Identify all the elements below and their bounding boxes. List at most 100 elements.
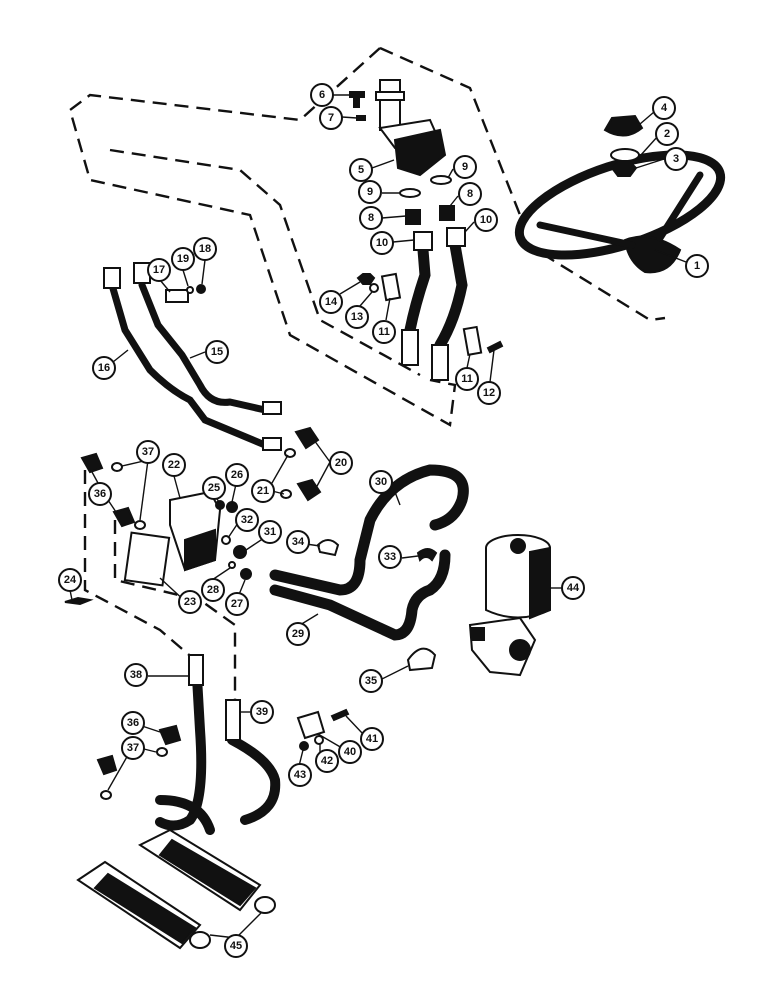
svg-text:5: 5	[358, 164, 364, 176]
leader-4	[639, 111, 655, 125]
svg-text:22: 22	[168, 459, 180, 471]
o-ring-37-cylinder	[156, 747, 168, 757]
hose-fitting-39	[225, 699, 241, 741]
callout-17: 17	[147, 258, 171, 282]
svg-text:20: 20	[335, 457, 347, 469]
svg-text:32: 32	[241, 514, 253, 526]
leader-1	[654, 249, 687, 263]
callout-21: 21	[251, 479, 275, 503]
callout-15: 15	[205, 340, 229, 364]
callout-41: 41	[360, 727, 384, 751]
steering-cylinders	[76, 828, 276, 950]
adapter-fitting-left	[405, 209, 421, 225]
steel-tubes	[103, 262, 282, 451]
steering-wheel-rim-inner	[527, 160, 713, 250]
o-ring-right	[430, 175, 452, 185]
svg-text:9: 9	[367, 186, 373, 198]
svg-text:13: 13	[351, 311, 363, 323]
hose-left-lower-fitting	[401, 329, 419, 366]
leader-30	[394, 491, 401, 506]
leader-28	[211, 567, 231, 581]
svg-text:23: 23	[184, 596, 196, 608]
callout-30: 30	[369, 470, 393, 494]
dashed-routing-lines	[68, 46, 666, 700]
leader-8b	[449, 195, 459, 207]
callout-38: 38	[124, 663, 148, 687]
leader-15	[189, 351, 206, 359]
clip-nut	[356, 273, 376, 285]
svg-text:31: 31	[264, 526, 276, 538]
pump-and-reservoir	[468, 534, 551, 677]
svg-text:26: 26	[231, 469, 243, 481]
callout-28: 28	[201, 578, 225, 602]
dashed-line-outer-tube-loop	[68, 47, 457, 427]
callout-24: 24	[58, 568, 82, 592]
leader-11b	[466, 353, 471, 369]
svg-text:36: 36	[94, 488, 106, 500]
svg-text:10: 10	[480, 214, 492, 226]
svg-text:27: 27	[231, 598, 243, 610]
o-ring-fitting-lower	[280, 489, 292, 499]
svg-text:18: 18	[199, 243, 211, 255]
steering-wheel-spoke-left	[536, 221, 636, 249]
svg-text:11: 11	[378, 326, 390, 338]
svg-text:10: 10	[376, 237, 388, 249]
leader-9b	[447, 168, 454, 179]
valve-fitting-31	[233, 545, 247, 559]
svg-text:38: 38	[130, 669, 142, 681]
tube-clip-washer	[186, 286, 194, 294]
tube-outer-16-inner-line	[110, 283, 267, 447]
control-unit-shaft	[379, 79, 401, 131]
leader-37b2	[107, 754, 129, 791]
callout-36-upper: 36	[88, 482, 112, 506]
svg-text:24: 24	[64, 574, 77, 586]
elbow-fitting-36-lower	[112, 506, 136, 528]
svg-text:16: 16	[98, 362, 110, 374]
callout-44: 44	[561, 576, 585, 600]
tube-clip	[165, 289, 189, 303]
leader-7	[341, 116, 358, 119]
svg-text:43: 43	[294, 769, 306, 781]
hose-clamps-upper	[356, 272, 504, 357]
o-ring-cylinder-lower	[100, 790, 112, 800]
leader-40	[317, 733, 343, 749]
reservoir-shading	[529, 546, 551, 620]
callout-18: 18	[193, 237, 217, 261]
callout-37-lower: 37	[121, 736, 145, 760]
leader-2	[639, 135, 659, 157]
cylinder-upper-end	[254, 896, 276, 914]
tube-clip-screw	[196, 284, 206, 294]
callout-36-lower: 36	[121, 711, 145, 735]
elbow-fitting-36-upper	[80, 452, 104, 474]
o-ring-37-upper	[111, 462, 123, 472]
control-unit-hoses	[399, 175, 468, 381]
callout-33: 33	[378, 545, 402, 569]
o-ring-left	[399, 188, 421, 198]
svg-text:45: 45	[230, 940, 242, 952]
elbow-fitting-lower	[296, 478, 322, 502]
svg-text:12: 12	[483, 387, 495, 399]
small-washer	[356, 115, 366, 121]
svg-text:19: 19	[177, 253, 189, 265]
wheel-washer	[610, 148, 640, 162]
svg-text:21: 21	[257, 485, 269, 497]
svg-text:39: 39	[256, 706, 268, 718]
mounting-plate	[123, 531, 171, 587]
tube-end-fitting-16	[103, 267, 121, 289]
leader-5	[371, 159, 395, 169]
hose-left-upper-fitting	[413, 231, 433, 251]
callout-34: 34	[286, 530, 310, 554]
callout-10-right: 10	[474, 208, 498, 232]
callout-3: 3	[664, 147, 688, 171]
callout-42: 42	[315, 749, 339, 773]
bracket-washer-42	[314, 735, 324, 745]
clip-lock-washer	[369, 283, 379, 293]
hose-clamp-34	[316, 539, 340, 557]
svg-text:34: 34	[292, 536, 305, 548]
hose-clip-upper	[380, 272, 402, 302]
svg-text:8: 8	[368, 212, 374, 224]
leader-31	[245, 537, 265, 551]
callout-29: 29	[286, 622, 310, 646]
svg-text:2: 2	[664, 128, 670, 140]
callout-1: 1	[685, 254, 709, 278]
